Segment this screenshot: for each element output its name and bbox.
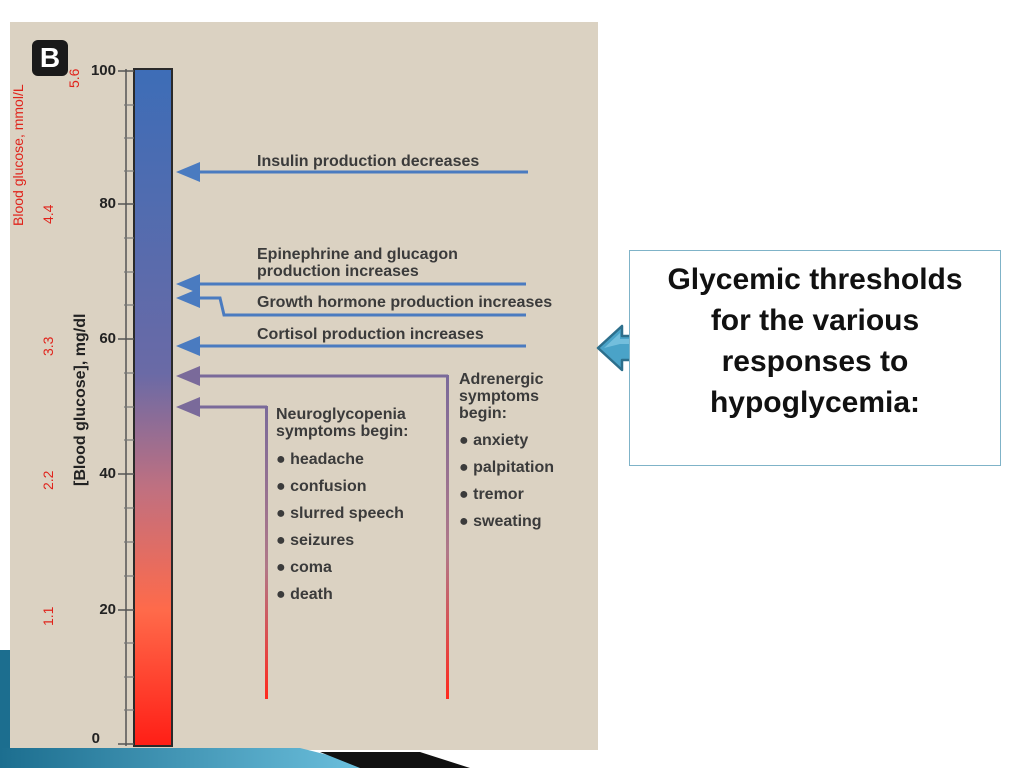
cortisol-label: Cortisol production increases [257,326,484,343]
neuroglycopenia-item: ● coma [276,559,332,576]
mmol-tick-2-2: 2.2 [40,470,56,490]
glucose-bar [133,68,173,747]
minor-ticks [124,104,134,711]
mmol-tick-3-3: 3.3 [40,336,56,356]
neuroglycopenia-item-text: death [290,586,333,603]
neuroglycopenia-heading-line-1: Neuroglycopenia [276,406,406,423]
neuroglycopenia-item-text: coma [290,559,332,576]
adrenergic-heading-line-3: begin: [459,405,507,422]
cortisol-arrow [176,336,526,356]
neuroglycopenia-item: ● seizures [276,532,355,549]
adrenergic-item-text: palpitation [473,459,554,476]
tick-label-100: 100 [90,62,116,79]
callout-line-2: for the various [710,304,920,337]
callout-line-1: Glycemic thresholds [667,263,963,296]
insulin-label: Insulin production decreases [257,153,480,170]
adrenergic-item: ● sweating [459,513,542,530]
neuroglycopenia-item-text: confusion [290,478,367,495]
neuroglycopenia-item-text: headache [290,451,364,468]
adrenergic-heading-line-1: Adrenergic [459,371,544,388]
neuroglycopenia-item-text: seizures [290,532,355,549]
mmol-tick-4-4: 4.4 [40,204,56,224]
neuroglycopenia-heading-line-2: symptoms begin: [276,423,409,440]
neuroglycopenia-item: ● confusion [276,478,367,495]
callout-line-4: hypoglycemia: [709,386,921,419]
mgdl-axis-label: [Blood glucose], mg/dl [72,313,89,486]
epinephrine-label-line-2: production increases [257,263,419,280]
major-ticks [118,70,134,745]
growth-hormone-label: Growth hormone production increases [257,294,553,311]
panel-badge: B [32,40,68,76]
figure-graphics [118,68,528,747]
growth-hormone-arrow [176,288,526,317]
tick-label-20: 20 [99,601,116,618]
mmol-tick-1-1: 1.1 [40,606,56,626]
adrenergic-item: ● anxiety [459,432,529,449]
tick-label-40: 40 [99,465,116,482]
glucose-threshold-figure: B 100 80 60 40 20 0 [Blood glucose], mg/… [10,22,598,750]
callout-text: Glycemic thresholds for the various resp… [630,259,1000,423]
neuroglycopenia-item: ● headache [276,451,364,468]
neuroglycopenia-item: ● slurred speech [276,505,404,522]
callout-line-3: responses to [721,345,909,378]
neuroglycopenia-item-text: slurred speech [290,505,404,522]
epinephrine-arrow [176,274,526,294]
adrenergic-item: ● tremor [459,486,524,503]
tick-label-80: 80 [99,195,116,212]
adrenergic-arrow [176,366,449,699]
adrenergic-item: ● palpitation [459,459,554,476]
mmol-tick-5-6: 5.6 [66,68,82,88]
tick-label-60: 60 [99,330,116,347]
adrenergic-item-text: anxiety [473,432,529,449]
insulin-arrow [176,162,528,182]
mmol-axis-label: Blood glucose, mmol/L [10,84,26,226]
callout-box: Glycemic thresholds for the various resp… [629,250,1001,466]
adrenergic-item-text: sweating [473,513,542,530]
adrenergic-item-text: tremor [473,486,524,503]
adrenergic-heading-line-2: symptoms [459,388,540,405]
epinephrine-label-line-1: Epinephrine and glucagon [257,246,458,263]
neuroglycopenia-arrow [176,397,268,699]
tick-label-0: 0 [91,730,100,747]
slide-corner-decoration [0,650,470,768]
neuroglycopenia-item: ● death [276,586,333,603]
